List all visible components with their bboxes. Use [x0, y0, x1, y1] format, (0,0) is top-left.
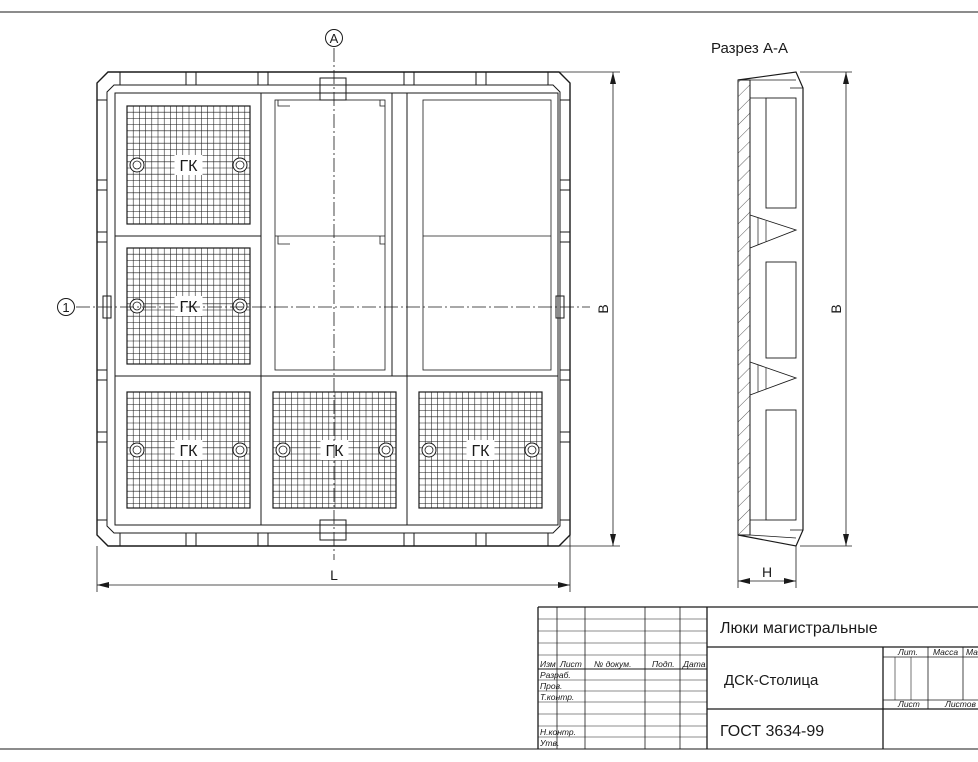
section-view: [737, 71, 804, 547]
cover-hinge-icon: [129, 298, 145, 314]
center-lines: [76, 48, 590, 560]
sheet-label: Лист: [897, 699, 920, 709]
standard-text: ГОСТ 3634-99: [720, 723, 824, 740]
axis-marker-a-label: А: [330, 31, 339, 46]
axis-marker-1: 1: [57, 298, 75, 316]
grid-cover-5: ГК: [418, 391, 543, 509]
cover-label: ГК: [180, 158, 199, 175]
sheets-label: Листов: [944, 699, 977, 709]
sheet-frame: [0, 11, 978, 750]
cover-label: ГК: [326, 443, 345, 460]
massa-label: Масса: [933, 647, 958, 657]
role-utv: Утв.: [539, 738, 559, 748]
cell-border: [114, 92, 559, 526]
section-label: Разрез А-А: [711, 40, 788, 57]
inner-rim: [106, 84, 561, 534]
role-prov: Пров.: [540, 681, 562, 691]
section-dimension-b: B: [800, 71, 852, 547]
role-razrab: Разраб.: [540, 670, 571, 680]
cover-hinge-icon: [232, 157, 248, 173]
grid-cover-2: ГК: [126, 247, 251, 365]
cover-hinge-icon: [275, 442, 291, 458]
cover-hinge-icon: [378, 442, 394, 458]
dimension-l: L: [96, 535, 571, 592]
title-block: [537, 606, 978, 749]
organization-text: ДСК-Столица: [724, 672, 819, 689]
cover-hinge-icon: [232, 442, 248, 458]
axis-marker-a: А: [325, 29, 343, 47]
grid-cover-1: ГК: [126, 105, 251, 225]
cover-hinge-icon: [524, 442, 540, 458]
cover-label: ГК: [472, 443, 491, 460]
header-list: Лист: [559, 659, 582, 669]
header-data: Дата: [682, 659, 706, 669]
axis-marker-1-label: 1: [62, 300, 69, 315]
dimension-b-label: B: [595, 304, 611, 313]
dimension-h-label: H: [762, 564, 772, 580]
dimension-l-label: L: [330, 567, 338, 583]
masshtab-label: Ма: [966, 647, 978, 657]
header-izm: Изм: [540, 659, 556, 669]
header-podp: Подп.: [652, 659, 675, 669]
title-text: Люки магистральные: [720, 620, 878, 637]
grid-covers: ГК ГК ГК ГК ГК: [126, 105, 543, 509]
cover-label: ГК: [180, 443, 199, 460]
grid-cover-4: ГК: [272, 391, 397, 509]
cover-hinge-icon: [232, 298, 248, 314]
cover-label: ГК: [180, 299, 199, 316]
cover-hinge-icon: [421, 442, 437, 458]
dimension-h: H: [737, 535, 797, 588]
cover-hinge-icon: [129, 157, 145, 173]
role-tkontr: Т.контр.: [540, 692, 574, 702]
grid-cover-3: ГК: [126, 391, 251, 509]
dimension-b: B: [559, 71, 620, 547]
section-dimension-b-label: B: [828, 304, 844, 313]
header-doc: № докум.: [594, 659, 631, 669]
lit-label: Лит.: [897, 647, 918, 657]
section-plate: [737, 79, 751, 536]
role-nkontr: Н.контр.: [540, 727, 576, 737]
cover-hinge-icon: [129, 442, 145, 458]
